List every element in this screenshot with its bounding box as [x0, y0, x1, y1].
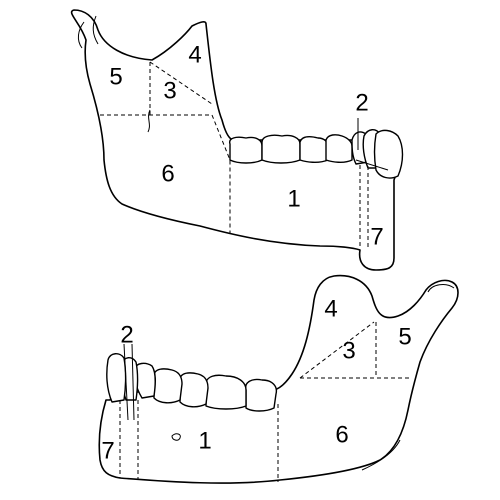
tooth — [245, 378, 278, 412]
lower-condyle-detail — [427, 284, 455, 293]
upper-region-4-label: 4 — [188, 41, 201, 68]
upper-dividers — [100, 61, 389, 250]
lower-dividers — [119, 321, 412, 482]
lower-mandible: 4 3 5 6 1 2 7 — [98, 274, 459, 484]
tooth — [325, 134, 353, 163]
lower-angle-detail — [361, 439, 401, 471]
lower-region-5-label: 5 — [398, 323, 411, 350]
upper-region-1-label: 1 — [287, 185, 300, 212]
tooth — [153, 368, 183, 404]
upper-region-6-label: 6 — [161, 160, 174, 187]
upper-region-2-label: 2 — [355, 89, 368, 116]
tooth — [179, 372, 209, 408]
upper-region-3-label: 3 — [163, 77, 176, 104]
tooth — [373, 129, 404, 179]
tooth — [229, 136, 263, 164]
lower-region-1-label: 1 — [198, 427, 211, 454]
upper-region-7-label: 7 — [370, 223, 383, 250]
lower-mandible-outline — [98, 274, 459, 484]
lower-foramen-detail — [171, 433, 181, 441]
lower-region-4-label: 4 — [324, 295, 337, 322]
lower-region-6-label: 6 — [335, 421, 348, 448]
tooth — [106, 353, 127, 403]
tooth — [205, 374, 247, 410]
lower-region-3-label: 3 — [342, 337, 355, 364]
upper-region-5-label: 5 — [109, 63, 122, 90]
upper-teeth — [229, 129, 404, 179]
upper-foramen-detail — [147, 109, 151, 133]
lower-region-2-label: 2 — [120, 321, 133, 348]
lower-teeth — [106, 353, 278, 412]
tooth — [261, 134, 301, 164]
lower-region-7-label: 7 — [101, 437, 114, 464]
upper-mandible: 5 3 4 6 1 2 7 — [70, 9, 404, 271]
tooth — [299, 136, 329, 163]
upper-condyle-detail — [77, 15, 99, 49]
